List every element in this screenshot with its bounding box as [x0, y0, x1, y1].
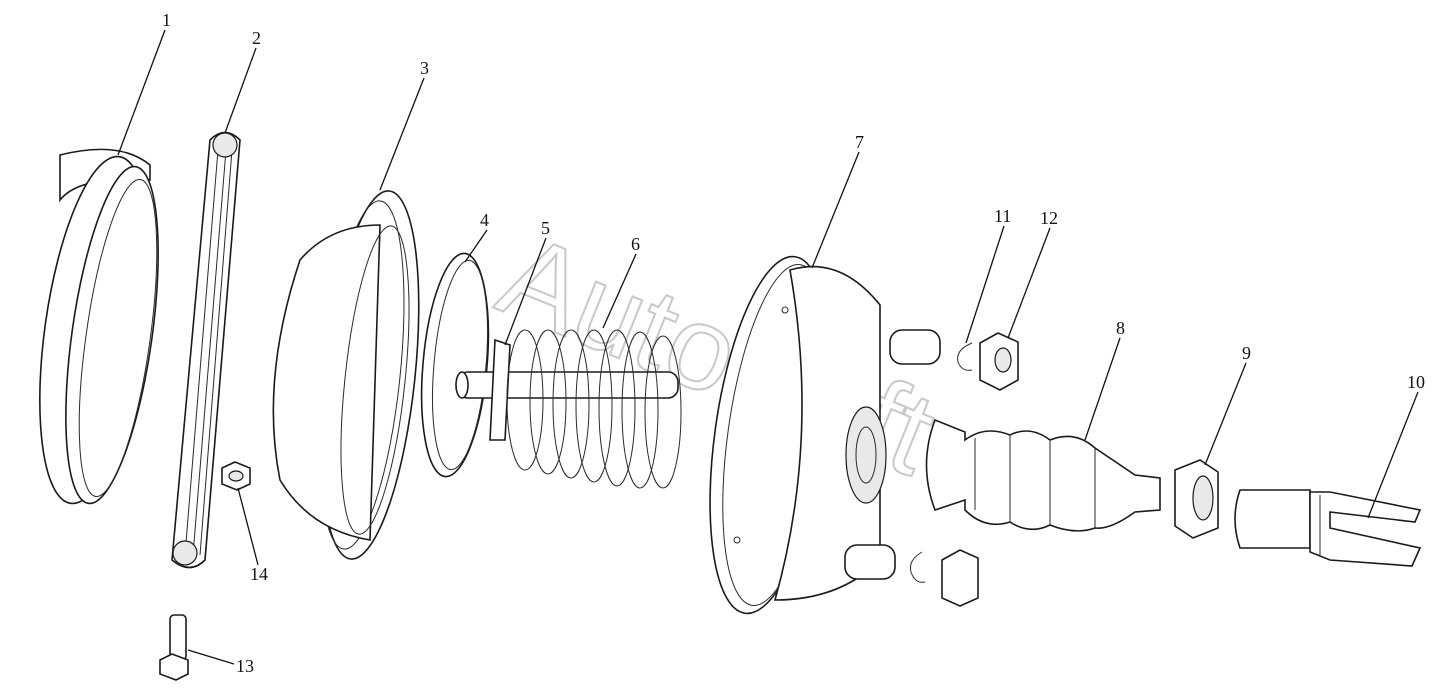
part-6-spring [506, 329, 682, 489]
callout-10: 10 [1407, 372, 1425, 392]
leader-7 [811, 151, 860, 269]
callout-8: 8 [1116, 318, 1125, 338]
part-7-housing [709, 255, 941, 615]
callout-6: 6 [631, 234, 640, 254]
leader-4 [464, 229, 488, 263]
part-12-nut [941, 332, 1019, 607]
leader-2 [224, 47, 257, 134]
leader-3 [379, 77, 425, 191]
callout-14: 14 [250, 564, 268, 584]
callout-1: 1 [162, 10, 171, 30]
leader-9 [1204, 362, 1247, 466]
callout-12: 12 [1040, 208, 1058, 228]
leader-5 [504, 237, 547, 346]
part-11-circlip [910, 342, 973, 583]
leader-10 [1367, 391, 1419, 519]
leader-6 [602, 253, 637, 329]
leader-12 [1007, 227, 1051, 339]
part-9-lock-nut [1174, 459, 1219, 539]
leader-11 [965, 225, 1005, 344]
leader-1 [117, 29, 166, 156]
part-3-diaphragm [272, 190, 420, 560]
part-13-bolt [159, 614, 189, 681]
callout-leaders [117, 29, 1419, 665]
part-2-clamp-band [171, 131, 241, 569]
part-1-cover [39, 148, 159, 505]
callout-4: 4 [480, 210, 489, 230]
part-10-clevis [1234, 489, 1422, 567]
part-14-nut [221, 461, 251, 491]
callout-11: 11 [994, 206, 1011, 226]
leader-13 [187, 649, 235, 665]
callout-3: 3 [420, 58, 429, 78]
leader-14 [237, 487, 259, 566]
callout-13: 13 [236, 656, 254, 676]
part-8-boot [925, 418, 1161, 532]
callout-7: 7 [855, 132, 864, 152]
callout-2: 2 [252, 28, 261, 48]
callout-5: 5 [541, 218, 550, 238]
callout-9: 9 [1242, 343, 1251, 363]
leader-8 [1084, 337, 1121, 441]
callout-labels: 1 2 3 4 5 6 7 8 9 10 11 12 13 14 [162, 10, 1425, 676]
part-4-plate [420, 252, 490, 478]
